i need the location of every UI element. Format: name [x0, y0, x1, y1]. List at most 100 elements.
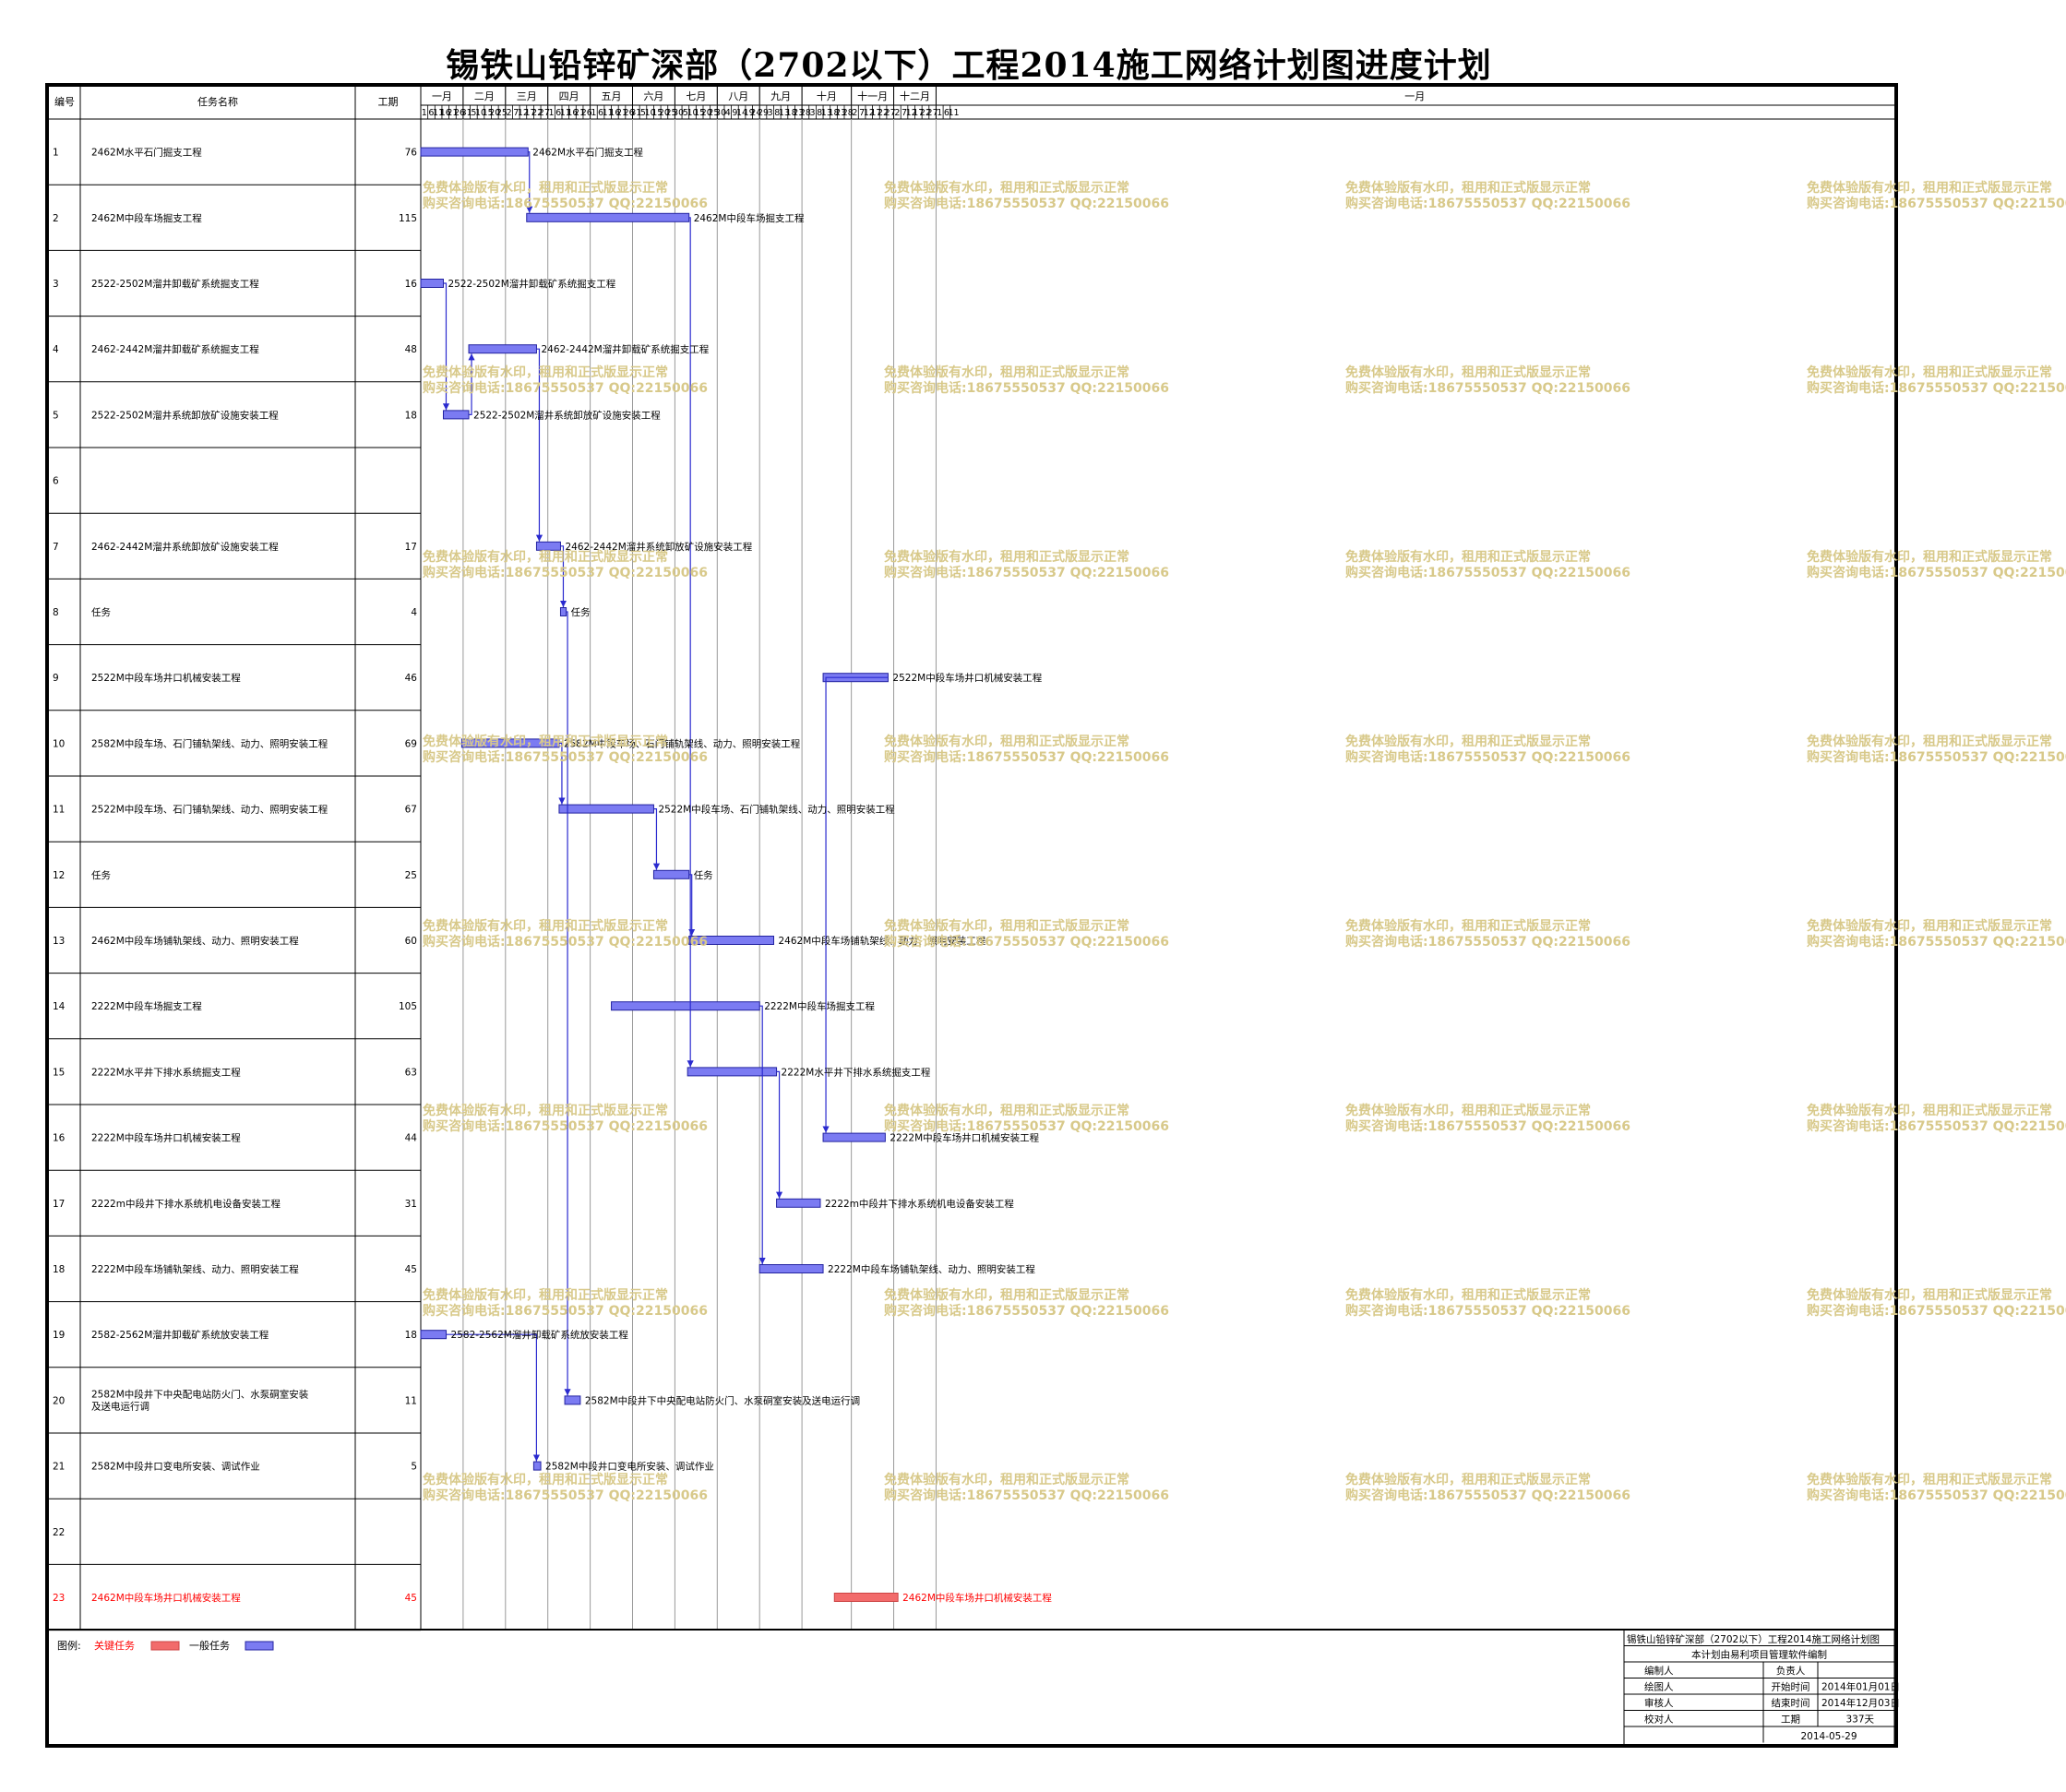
task-duration: 18 [405, 1330, 417, 1341]
watermark-line1: 免费体验版有水印，租用和正式版显示正常 [423, 180, 668, 196]
watermark-line1: 免费体验版有水印，租用和正式版显示正常 [423, 734, 668, 749]
watermark-line1: 免费体验版有水印，租用和正式版显示正常 [884, 1472, 1129, 1487]
watermark-line2: 购买咨询电话:18675550537 QQ:22150066 [423, 196, 708, 211]
watermark-line1: 免费体验版有水印，租用和正式版显示正常 [1345, 918, 1591, 934]
info-left-label: 审核人 [1644, 1697, 1674, 1709]
task-id: 15 [53, 1067, 65, 1078]
task-duration: 4 [411, 607, 417, 618]
task-duration: 60 [405, 936, 417, 947]
watermark-line2: 购买咨询电话:18675550537 QQ:22150066 [423, 934, 708, 950]
watermark-line2: 购买咨询电话:18675550537 QQ:22150066 [1807, 565, 2066, 580]
bar-label: 2522-2502M溜井系统卸放矿设施安装工程 [473, 409, 661, 421]
task-name: 2522-2502M溜井系统卸放矿设施安装工程 [91, 409, 279, 421]
info-date: 2014-05-29 [1800, 1731, 1857, 1742]
task-name: 2462M中段车场铺轨架线、动力、照明安装工程 [91, 935, 299, 947]
task-name: 2462M中段车场掘支工程 [91, 212, 202, 224]
task-id: 4 [53, 344, 59, 355]
dependency-link [822, 676, 889, 1133]
watermark-line1: 免费体验版有水印，租用和正式版显示正常 [423, 364, 668, 380]
tick-label: 1 [422, 108, 427, 118]
tick-label: 26 [581, 108, 592, 118]
task-duration: 5 [411, 1462, 417, 1473]
watermark-line1: 免费体验版有水印，租用和正式版显示正常 [1807, 1103, 2052, 1118]
watermark-line1: 免费体验版有水印，租用和正式版显示正常 [1807, 1287, 2052, 1303]
task-bar [687, 1067, 778, 1077]
task-id: 21 [53, 1462, 65, 1473]
bar-label: 2582M中段井下中央配电站防火门、水泵硐室安装及送电运行调 [585, 1394, 860, 1406]
bar-label: 2582M中段井口变电所安装、调试作业 [545, 1461, 714, 1473]
bar-label: 2522M中段车场、石门铺轨架线、动力、照明安装工程 [658, 804, 895, 816]
bar-label: 2462M中段车场铺轨架线、动力、照明安装工程 [779, 935, 986, 947]
bar-label: 2462M水平石门掘支工程 [532, 147, 643, 159]
watermark-line2: 购买咨询电话:18675550537 QQ:22150066 [423, 380, 708, 396]
dependency-link [526, 151, 533, 213]
tick-label: 28 [842, 108, 854, 118]
tick-label: 17 [525, 108, 536, 118]
info-field-label: 结束时间 [1772, 1697, 1810, 1709]
task-duration: 16 [405, 279, 418, 290]
month-label: 五月 [602, 90, 622, 102]
tick-label: 8 [817, 108, 822, 118]
task-bar [833, 1593, 899, 1602]
watermark-line2: 购买咨询电话:18675550537 QQ:22150066 [884, 380, 1169, 396]
task-id: 13 [53, 936, 65, 947]
tick-label: 10 [475, 108, 486, 118]
info-field-label: 负责人 [1776, 1665, 1806, 1677]
bar-label: 2462-2442M溜井卸载矿系统掘支工程 [541, 343, 709, 355]
tick-label: 11 [603, 108, 614, 118]
task-bar [420, 1330, 448, 1340]
task-bar [468, 344, 537, 354]
watermark-line1: 免费体验版有水印，租用和正式版显示正常 [884, 1287, 1129, 1303]
legend-critical-swatch [150, 1641, 180, 1651]
bar-label: 2522M中段车场井口机械安装工程 [892, 672, 1042, 684]
tick-label: 26 [624, 108, 635, 118]
tick-label: 27 [885, 108, 896, 118]
month-label: 九月 [770, 90, 791, 102]
tick-label: 15 [651, 108, 663, 118]
tick-label: 4 [725, 108, 731, 118]
watermark-line1: 免费体验版有水印，租用和正式版显示正常 [1807, 180, 2052, 196]
tick-label: 7 [859, 108, 865, 118]
month-label: 七月 [686, 90, 706, 102]
task-bar [535, 541, 561, 551]
task-name: 2522M中段车场井口机械安装工程 [91, 672, 241, 684]
month-label: 三月 [517, 90, 537, 102]
tick-label: 16 [440, 108, 451, 118]
tick-label: 14 [736, 108, 747, 118]
watermark-line2: 购买咨询电话:18675550537 QQ:22150066 [1345, 1487, 1630, 1503]
task-bar [688, 936, 775, 945]
bar-label: 2222M中段车场掘支工程 [764, 1000, 875, 1012]
month-label: 四月 [559, 90, 579, 102]
task-id: 7 [53, 542, 59, 553]
bar-label: 2222M中段车场铺轨架线、动力、照明安装工程 [828, 1263, 1035, 1275]
dependency-link [442, 282, 450, 411]
watermark-line2: 购买咨询电话:18675550537 QQ:22150066 [884, 1303, 1169, 1319]
month-label: 六月 [643, 90, 663, 102]
task-name: 2582M中段井下中央配电站防火门、水泵硐室安装 [91, 1388, 309, 1400]
task-name: 2582-2562M溜井卸载矿系统放安装工程 [91, 1329, 269, 1341]
info-left-label: 校对人 [1644, 1714, 1674, 1726]
tick-label: 20 [659, 108, 670, 118]
task-id: 20 [53, 1395, 65, 1406]
task-bar [526, 212, 690, 222]
bar-label: 2462M中段车场掘支工程 [694, 212, 805, 224]
tick-label: 2 [852, 108, 857, 118]
task-bar [559, 607, 567, 616]
task-bar [822, 1132, 886, 1142]
task-name: 2462-2442M溜井系统卸放矿设施安装工程 [91, 541, 279, 553]
legend-title: 图例: [57, 1639, 81, 1652]
task-duration: 69 [405, 738, 417, 749]
info-field-value: 2014年12月03日 [1821, 1697, 1900, 1709]
month-label: 八月 [728, 90, 748, 102]
watermark-line2: 购买咨询电话:18675550537 QQ:22150066 [1345, 749, 1630, 765]
dependency-link [687, 217, 694, 1068]
tick-label: 20 [701, 108, 712, 118]
tick-label: 18 [786, 108, 797, 118]
tick-label: 13 [779, 108, 790, 118]
watermark-line1: 免费体验版有水印，租用和正式版显示正常 [423, 918, 668, 934]
tick-label: 3 [810, 108, 816, 118]
bar-label: 2462M中段车场井口机械安装工程 [902, 1592, 1052, 1604]
tick-label: 22 [878, 108, 889, 118]
header-id: 编号 [54, 95, 75, 108]
